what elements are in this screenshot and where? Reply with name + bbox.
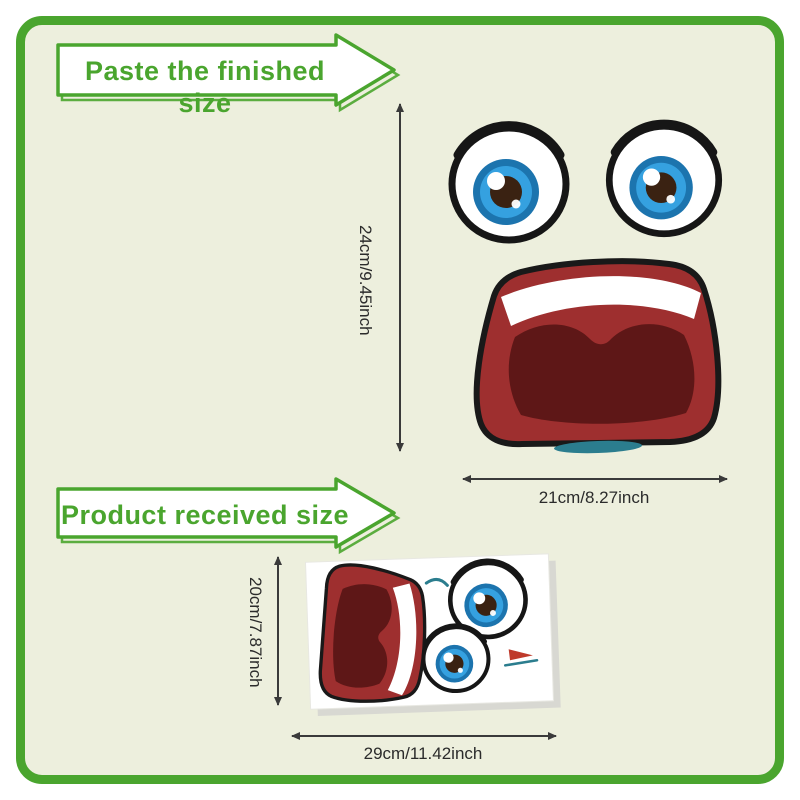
- sticker-sheet-icon: [304, 553, 561, 716]
- sheet-eye-bottom-icon: [422, 625, 489, 692]
- finished-height-label: 24cm/9.45inch: [356, 224, 375, 336]
- left-eye-icon: [452, 126, 566, 240]
- surprised-face-icon: [452, 124, 719, 454]
- finished-size-banner-arrow: [56, 33, 401, 113]
- sheet-red-mark: [508, 649, 533, 661]
- chin-shadow-icon: [554, 440, 642, 454]
- sheet-teal-mark: [424, 577, 449, 587]
- sheet-mouth-icon: [315, 561, 433, 709]
- mouth-icon: [477, 261, 719, 444]
- received-height-label: 20cm/7.87inch: [246, 576, 265, 688]
- dimension-lines: [274, 103, 728, 740]
- finished-size-banner-label: Paste the finished size: [84, 56, 326, 119]
- received-size-banner-arrow: [56, 477, 401, 555]
- received-width-label: 29cm/11.42inch: [363, 744, 483, 763]
- sheet-teal-dash: [503, 659, 539, 667]
- right-eye-icon: [609, 124, 718, 234]
- received-size-banner-label: Product received size: [60, 500, 350, 530]
- finished-width-label: 21cm/8.27inch: [538, 488, 650, 507]
